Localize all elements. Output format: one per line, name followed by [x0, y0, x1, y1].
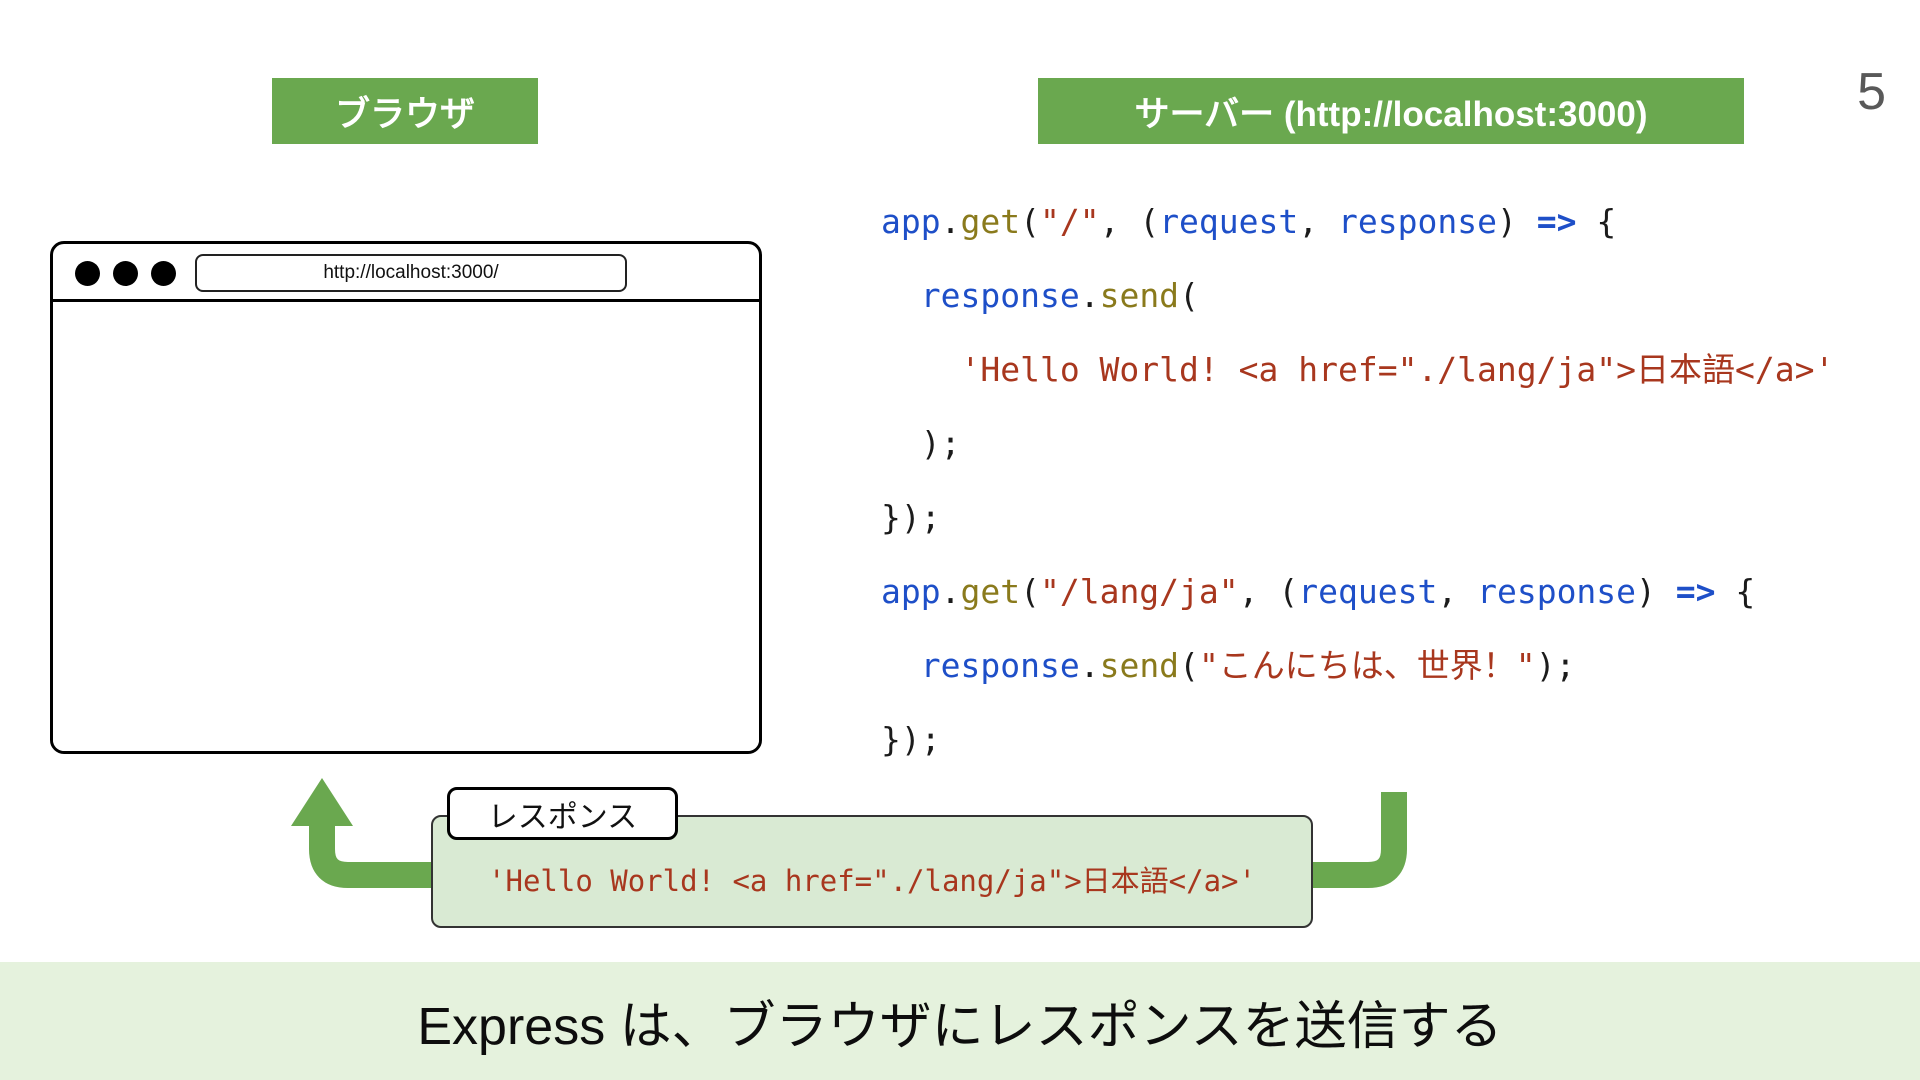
code-token: ): [1496, 202, 1537, 241]
code-token: get: [960, 202, 1021, 241]
code-token: .: [940, 202, 961, 241]
code-line: });: [881, 481, 1834, 555]
code-line: app.get("/", (request, response) => {: [881, 185, 1834, 259]
code-token: (: [1020, 202, 1040, 241]
code-token: =>: [1536, 202, 1577, 241]
code-token: ,: [1298, 202, 1339, 241]
code-token: , (: [1099, 202, 1160, 241]
code-line: app.get("/lang/ja", (request, response) …: [881, 555, 1834, 629]
browser-window: http://localhost:3000/: [50, 241, 762, 754]
code-token: ): [1636, 572, 1676, 611]
code-token: "/lang/ja": [1039, 572, 1239, 611]
code-token: , (: [1238, 572, 1299, 611]
caption-banner: Express は、ブラウザにレスポンスを送信する: [0, 962, 1920, 1080]
code-token: response: [1477, 572, 1637, 611]
code-line: );: [881, 407, 1834, 481]
code-token: });: [881, 498, 941, 537]
code-token: "こんにちは、世界！": [1198, 646, 1536, 685]
window-dot-icon: [75, 261, 100, 286]
code-line: 'Hello World! <a href="./lang/ja">日本語</a…: [881, 333, 1834, 407]
code-token: (: [1020, 572, 1040, 611]
code-token: {: [1715, 572, 1756, 611]
response-label: レスポンス: [447, 787, 678, 840]
code-token: [881, 646, 921, 685]
code-token: =>: [1675, 572, 1716, 611]
code-token: request: [1298, 572, 1438, 611]
code-token: });: [881, 720, 941, 759]
code-token: 'Hello World! <a href="./lang/ja">日本語</a…: [960, 350, 1835, 389]
browser-label: ブラウザ: [272, 78, 538, 144]
code-token: app: [881, 572, 941, 611]
browser-content: [53, 302, 759, 751]
code-line: response.send("こんにちは、世界！");: [881, 629, 1834, 703]
code-token: response: [1338, 202, 1497, 241]
browser-titlebar: http://localhost:3000/: [53, 244, 759, 302]
page-number: 5: [1857, 63, 1886, 121]
url-bar: http://localhost:3000/: [195, 254, 627, 292]
code-block: app.get("/", (request, response) => { re…: [881, 185, 1834, 777]
code-line: });: [881, 703, 1834, 777]
code-token: [881, 276, 921, 315]
code-token: .: [1079, 646, 1100, 685]
code-token: send: [1099, 646, 1180, 685]
code-token: );: [881, 424, 961, 463]
code-token: response: [920, 646, 1080, 685]
window-dot-icon: [151, 261, 176, 286]
code-token: {: [1576, 202, 1617, 241]
code-token: app: [881, 202, 941, 241]
window-dot-icon: [113, 261, 138, 286]
response-payload-text: 'Hello World! <a href="./lang/ja">日本語</a…: [488, 863, 1256, 898]
code-token: response: [920, 276, 1080, 315]
caption-text: Express は、ブラウザにレスポンスを送信する: [417, 997, 1503, 1056]
code-token: request: [1159, 202, 1299, 241]
code-token: (: [1179, 646, 1199, 685]
code-token: send: [1099, 276, 1180, 315]
code-token: (: [1179, 276, 1199, 315]
server-label: サーバー (http://localhost:3000): [1038, 78, 1744, 144]
code-token: ,: [1437, 572, 1478, 611]
code-token: .: [1079, 276, 1100, 315]
code-line: response.send(: [881, 259, 1834, 333]
code-token: [881, 350, 960, 389]
code-token: );: [1535, 646, 1576, 685]
code-token: .: [940, 572, 961, 611]
code-token: get: [960, 572, 1021, 611]
code-token: "/": [1039, 202, 1100, 241]
